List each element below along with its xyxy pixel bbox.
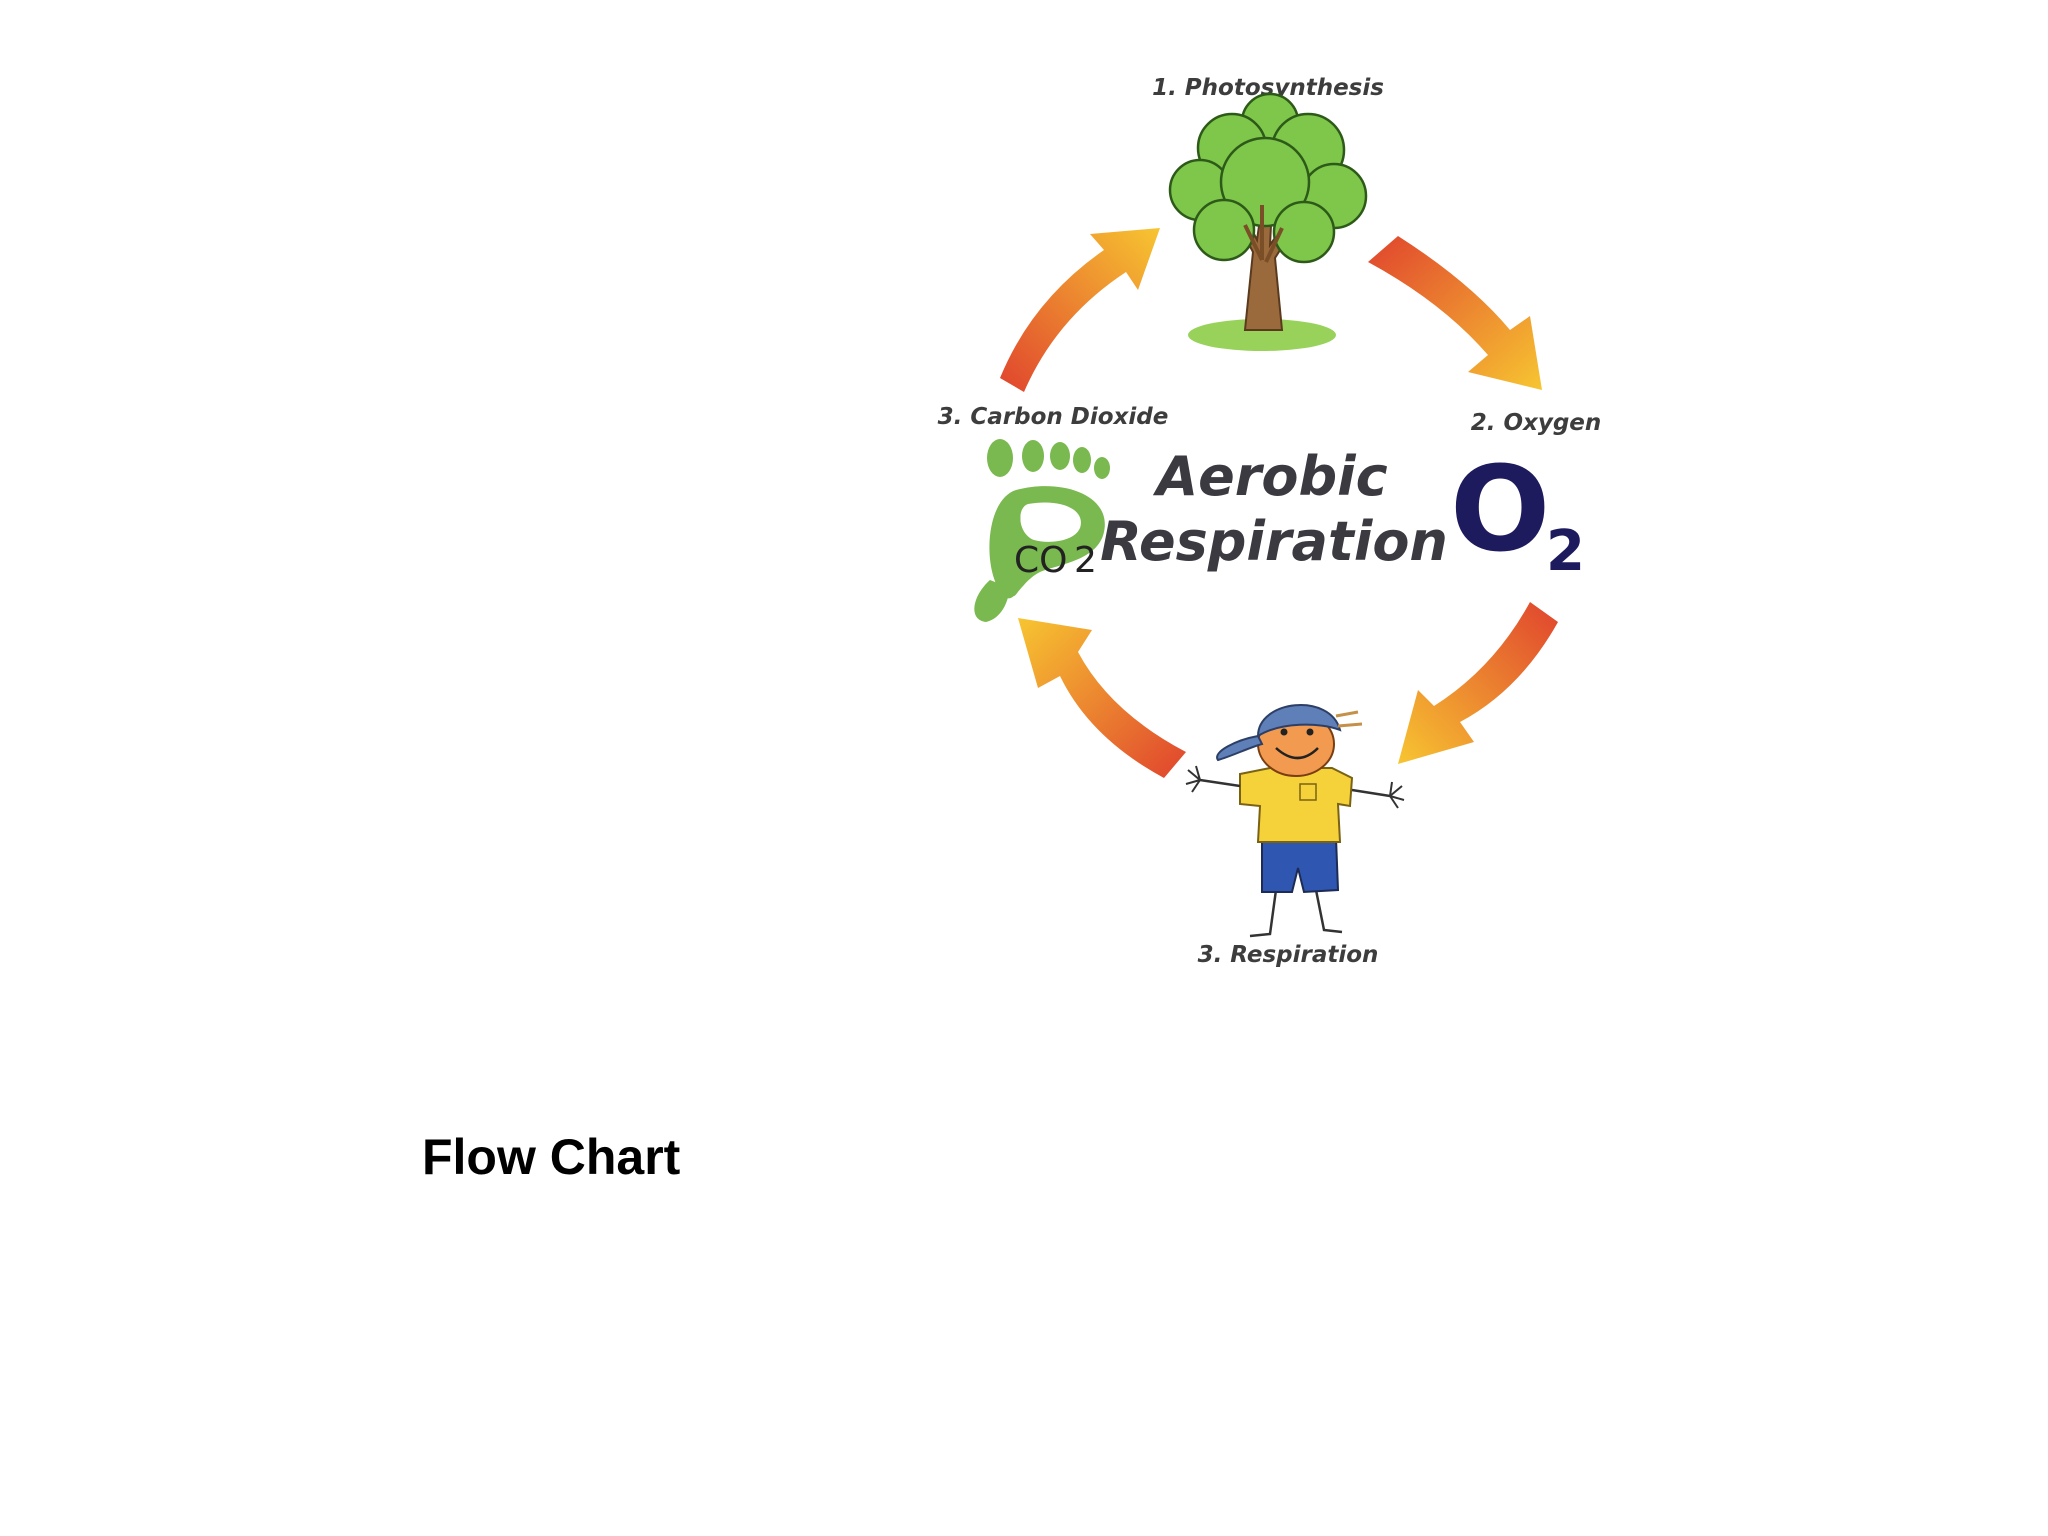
footprint-icon: CO 2 xyxy=(974,439,1110,622)
step-label-carbon-dioxide: 3. Carbon Dioxide xyxy=(938,404,1169,430)
cycle-arrow-icon xyxy=(1000,228,1558,778)
o2-letter: O xyxy=(1450,440,1550,578)
step-label-oxygen: 2. Oxygen xyxy=(1471,410,1602,436)
center-title-line2: Respiration xyxy=(1100,510,1448,573)
co2-text: CO xyxy=(1014,540,1067,581)
o2-subscript: 2 xyxy=(1546,519,1585,584)
step-label-respiration: 3. Respiration xyxy=(1198,942,1379,968)
co2-subscript: 2 xyxy=(1074,540,1097,581)
slide-caption: Flow Chart xyxy=(422,1129,681,1185)
tree-icon xyxy=(1168,92,1368,351)
child-icon xyxy=(1185,704,1405,938)
center-title-line1: Aerobic xyxy=(1152,445,1387,508)
oxygen-symbol-icon: O 2 xyxy=(1450,440,1585,584)
